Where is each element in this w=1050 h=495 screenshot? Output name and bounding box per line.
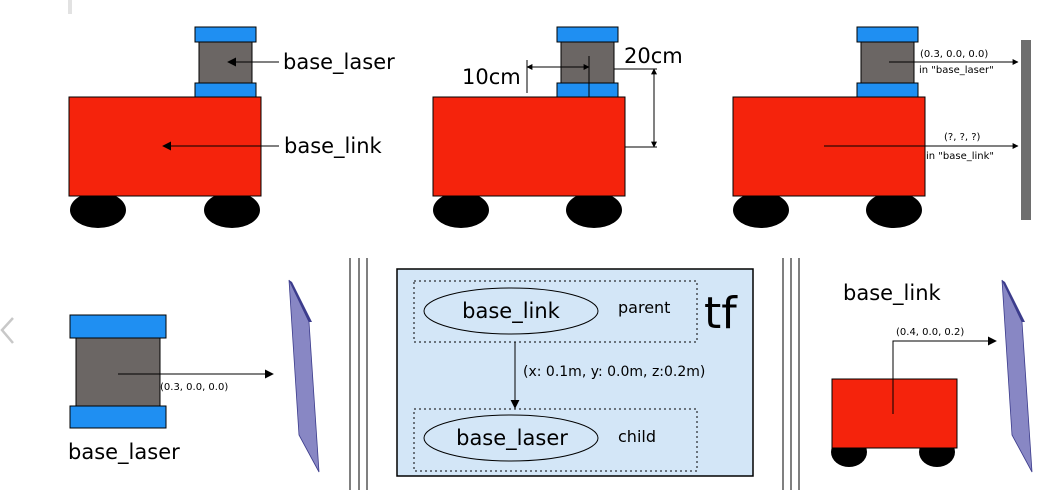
panel-laser-frame: (0.3, 0.0, 0.0) base_laser bbox=[68, 279, 320, 473]
laser-frame-label: in "base_laser" bbox=[919, 65, 994, 76]
parent-frame-label: base_link bbox=[462, 299, 561, 324]
laser-body bbox=[75, 337, 161, 407]
parent-frame-ellipse bbox=[423, 287, 599, 335]
measure-arrow bbox=[892, 336, 997, 414]
laser-top-cap bbox=[856, 26, 919, 43]
offset-z-label: 20cm bbox=[624, 44, 683, 68]
wall-panel-top-edge bbox=[1002, 280, 1025, 322]
wheel bbox=[70, 192, 126, 228]
parent-role-label: parent bbox=[618, 298, 670, 317]
child-role-label: child bbox=[618, 427, 656, 446]
wheel bbox=[733, 192, 789, 228]
back-chevron-icon[interactable] bbox=[0, 317, 14, 344]
wall-panel bbox=[1001, 279, 1033, 473]
wall bbox=[1021, 40, 1031, 220]
wheel bbox=[433, 192, 489, 228]
offset-x-label: 10cm bbox=[462, 65, 521, 89]
frame-label: base_link bbox=[843, 281, 942, 306]
base-laser-label: base_laser bbox=[283, 50, 395, 75]
child-frame-ellipse bbox=[423, 414, 599, 462]
laser-bottom-cap bbox=[856, 82, 919, 98]
coords-label: (0.3, 0.0, 0.0) bbox=[160, 382, 228, 393]
frame-label: base_laser bbox=[68, 440, 180, 465]
wheel bbox=[204, 192, 260, 228]
tf-box: tf base_link parent (x: 0.1m, y: 0.0m, z… bbox=[396, 268, 754, 477]
laser-bottom-cap bbox=[194, 82, 257, 98]
panel-robot-measurement: (0.3, 0.0, 0.0) in "base_laser" (?, ?, ?… bbox=[732, 26, 1031, 228]
child-frame-box bbox=[413, 408, 698, 472]
laser-top-cap bbox=[556, 26, 619, 43]
left-edge-bar bbox=[68, 0, 72, 14]
panel-robot-frames: base_laser base_link bbox=[68, 26, 395, 228]
wheel bbox=[866, 192, 922, 228]
separator-right bbox=[782, 258, 800, 490]
base-link-label: base_link bbox=[284, 134, 383, 159]
laser-bottom-cap bbox=[556, 82, 619, 98]
coords-label: (0.4, 0.0, 0.2) bbox=[896, 327, 964, 338]
link-coords-label: (?, ?, ?) bbox=[944, 132, 981, 143]
parent-frame-box bbox=[413, 280, 698, 343]
wall-panel-top-edge bbox=[289, 280, 312, 322]
laser-top-cap bbox=[194, 26, 257, 43]
robot-body bbox=[831, 378, 958, 449]
laser-top-cap bbox=[69, 314, 167, 339]
laser-body bbox=[560, 41, 615, 84]
separator-left bbox=[349, 258, 368, 490]
panel-link-frame: base_link (0.4, 0.0, 0.2) bbox=[831, 279, 1033, 473]
laser-coords-label: (0.3, 0.0, 0.0) bbox=[920, 49, 988, 60]
tf-box-background bbox=[396, 268, 754, 477]
panel-robot-offsets: 10cm 20cm bbox=[432, 26, 683, 228]
link-frame-label: in "base_link" bbox=[926, 151, 994, 162]
transform-label: (x: 0.1m, y: 0.0m, z:0.2m) bbox=[523, 364, 705, 380]
child-frame-label: base_laser bbox=[456, 426, 568, 451]
wheel bbox=[566, 192, 622, 228]
laser-bottom-cap bbox=[69, 405, 167, 429]
tf-title: tf bbox=[704, 288, 738, 339]
robot-body bbox=[432, 96, 626, 197]
